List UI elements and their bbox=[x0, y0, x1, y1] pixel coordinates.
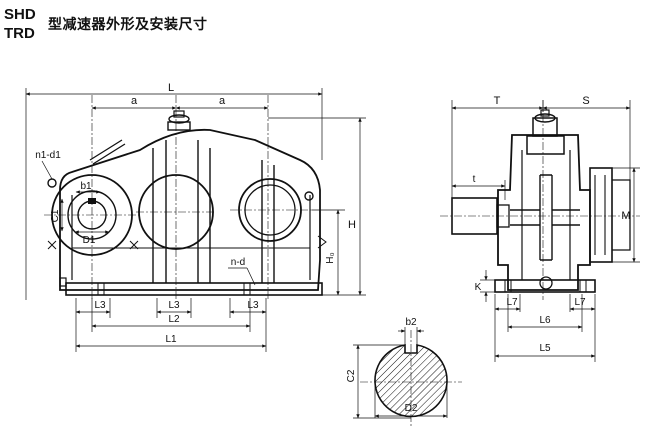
front-view-centerlines bbox=[44, 95, 312, 300]
dim-M: M bbox=[621, 210, 630, 222]
dim-t: t bbox=[473, 174, 476, 185]
dim-L6: L6 bbox=[539, 315, 551, 326]
shaft-cross-section bbox=[360, 330, 462, 428]
dim-D2: D2 bbox=[405, 403, 418, 414]
title-code-shd: SHD bbox=[4, 6, 36, 23]
dim-n-d: n-d bbox=[231, 257, 245, 268]
dim-L2: L2 bbox=[168, 314, 180, 325]
dim-b2: b2 bbox=[405, 317, 417, 328]
dim-L7-left: L7 bbox=[506, 297, 518, 308]
dim-H: H bbox=[348, 219, 356, 231]
side-view-dimensions: T S t M K L7 L7 L6 L5 bbox=[451, 95, 640, 362]
dim-C1: C1 bbox=[50, 209, 61, 222]
dim-L3-left: L3 bbox=[94, 300, 106, 311]
shaft-section-dimensions: b2 C2 D2 bbox=[346, 317, 448, 419]
dim-H0: H₀ bbox=[325, 252, 336, 263]
side-view-gearbox bbox=[451, 109, 631, 293]
dim-n1-d1: n1-d1 bbox=[35, 150, 61, 161]
side-view-centerlines bbox=[440, 100, 640, 300]
dim-K: K bbox=[475, 282, 482, 293]
dim-L1: L1 bbox=[165, 334, 177, 345]
dim-b1: b1 bbox=[80, 181, 92, 192]
dim-a-left: a bbox=[131, 95, 138, 107]
dim-C2: C2 bbox=[346, 369, 357, 382]
front-view-gearbox bbox=[47, 110, 327, 296]
dim-L3-right: L3 bbox=[247, 300, 259, 311]
dim-T: T bbox=[494, 95, 501, 107]
dim-S: S bbox=[582, 95, 589, 107]
front-view-dimensions: L a a H H₀ C1 b1 D1 n1-d1 n-d bbox=[25, 82, 366, 352]
dim-L5: L5 bbox=[539, 343, 551, 354]
page-title: 型减速器外形及安装尺寸 bbox=[48, 17, 208, 33]
dim-L3-center: L3 bbox=[168, 300, 180, 311]
dim-L7-right: L7 bbox=[574, 297, 586, 308]
title-code-trd: TRD bbox=[4, 25, 35, 42]
dim-L: L bbox=[168, 82, 174, 94]
dim-D1: D1 bbox=[83, 235, 96, 246]
dim-a-right: a bbox=[219, 95, 226, 107]
